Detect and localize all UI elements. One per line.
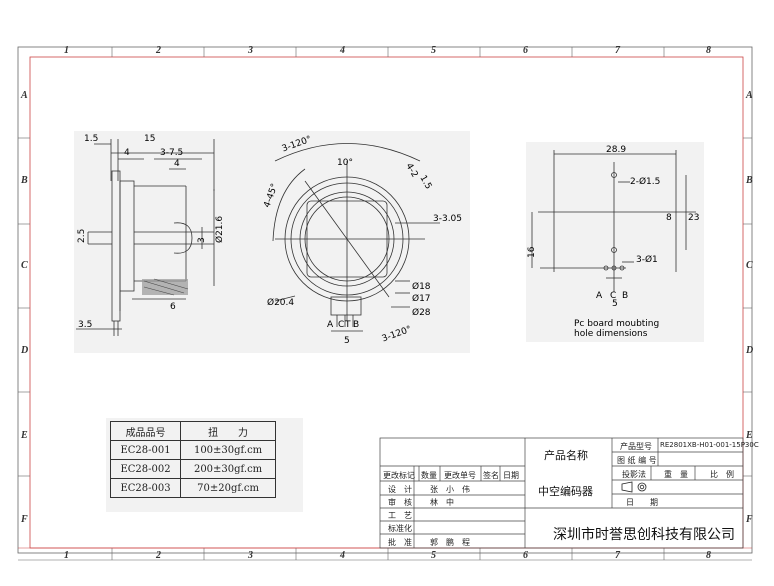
weight-label: 重 量 [664,470,688,479]
ruler-col-8: 8 [706,45,711,56]
ruler-col-3: 3 [248,45,253,56]
ruler-row-f: F [21,514,28,525]
projection-symbol-icon [621,481,647,493]
rev-header-date: 日期 [503,471,519,480]
dim-pcb-9: B [622,291,628,301]
rev-header-mark: 更改标记 [383,471,415,480]
ruler-row-d-right: D [746,345,754,356]
ruler-col-2-bottom: 2 [156,550,161,561]
ruler-row-c: C [21,260,28,271]
ruler-row-a-right: A [746,90,753,101]
dim-pcb-7: A [596,291,603,301]
product-name-value: 中空编码器 [538,485,593,498]
ruler-col-7: 7 [615,45,620,56]
dim-pcb-4: 23 [688,213,699,223]
name-review: 林 中 [430,498,454,507]
ruler-row-b: B [21,175,28,186]
scale-label: 比 例 [710,470,734,479]
dim-front-11: A [327,320,334,330]
dim-side-9: 6 [170,302,176,312]
dim-pcb-2: 2-Ø1.5 [630,176,660,187]
product-name-label: 产品名称 [544,449,588,462]
ruler-row-b-right: B [746,175,753,186]
name-design: 张 小 伟 [430,485,470,494]
dim-pcb-5: 16 [527,246,537,258]
role-design: 设 计 [388,485,412,494]
dim-front-13: T [344,320,351,330]
model-label: 产品型号 [620,442,652,451]
dim-front-9: Ø17 [412,293,431,304]
dim-pcb-10: 5 [612,299,618,309]
ruler-col-8-bottom: 8 [706,550,711,561]
pcb-view-drawing: 28.9 2-Ø1.5 8 23 16 3-Ø1 A C B 5 Pc boar… [527,145,699,339]
pcb-caption-line1: Pc board moubting [574,319,659,329]
front-view-drawing: 3-120° 10° 4-2 1.5 4-45° 3-3.05 Ø20.4 Ø1… [262,135,462,346]
pcb-caption-line2: hole dimensions [574,329,648,339]
ruler-row-e-right: E [746,430,753,441]
ruler-row-f-right: F [746,514,753,525]
projection-label: 投影法 [622,470,646,479]
table-row: EC28-003 70±20gf.cm [109,478,276,498]
role-approve: 批 准 [388,538,412,547]
model-value: RE2801XB-H01-001-15P30C [660,441,759,449]
ruler-row-e: E [21,430,28,441]
ruler-col-6-bottom: 6 [523,550,528,561]
ruler-col-5: 5 [431,45,436,56]
role-review: 审 核 [388,498,412,507]
ruler-col-6: 6 [523,45,528,56]
dim-side-5: 4 [174,159,180,169]
dim-front-14: B [353,320,359,330]
dim-side-6: 2.5 [77,229,87,243]
ruler-col-4: 4 [340,45,345,56]
dim-side-7: 3 [197,237,207,243]
ruler-col-1: 1 [64,45,69,56]
side-view-drawing: 1.5 15 4 3-7.5 4 2.5 3 Ø21.6 6 3.5 [76,134,225,336]
role-standard: 标准化 [388,524,412,533]
dim-pcb-1: 28.9 [606,145,626,155]
dim-side-3: 4 [124,148,130,158]
dim-front-10: Ø28 [412,307,431,318]
ruler-col-1-bottom: 1 [64,550,69,561]
rev-header-order: 更改单号 [444,471,476,480]
rev-header-sign: 签名 [483,471,499,480]
company-name: 深圳市时誉思创科技有限公司 [553,527,735,543]
dim-front-6: 3-3.05 [433,214,462,224]
table-row: EC28-002 200±30gf.cm [109,459,276,479]
ruler-col-7-bottom: 7 [615,550,620,561]
dim-front-8: Ø18 [412,281,431,292]
ruler-col-3-bottom: 3 [248,550,253,561]
dim-side-2: 15 [144,134,155,144]
ruler-col-4-bottom: 4 [340,550,345,561]
dim-front-12: C [338,320,344,330]
dim-side-10: 3.5 [78,320,92,330]
ruler-col-5-bottom: 5 [431,550,436,561]
torque-table: 成品品号 扭 力 EC28-001 100±30gf.cm EC28-002 2… [109,421,276,498]
rev-header-qty: 数量 [421,471,437,480]
torque-part-3: EC28-003 [109,478,182,498]
front-view-panel: 3-120° 10° 4-2 1.5 4-45° 3-3.05 Ø20.4 Ø1… [245,131,470,353]
pcb-view-panel: 28.9 2-Ø1.5 8 23 16 3-Ø1 A C B 5 Pc boar… [526,142,704,342]
dim-pcb-3: 8 [666,213,672,223]
dim-side-4: 3-7.5 [160,148,183,158]
dim-side-8: Ø21.6 [214,216,225,243]
date-label: 日 期 [626,498,658,507]
torque-value-3: 70±20gf.cm [180,478,276,498]
name-approve: 郭 鹏 程 [430,538,470,547]
ruler-row-c-right: C [746,260,753,271]
ruler-col-2: 2 [156,45,161,56]
dim-front-2: 10° [337,158,353,168]
dim-side-1: 1.5 [84,134,98,144]
dim-front-7: Ø20.4 [267,297,294,308]
ruler-row-a: A [21,90,28,101]
role-process: 工 艺 [388,511,412,520]
ruler-row-d: D [21,345,29,356]
dim-pcb-6: 3-Ø1 [636,254,658,265]
dim-front-15: 5 [344,336,350,346]
dim-pcb-8: C [610,291,616,301]
drawing-no-label: 图 纸 编 号 [617,456,657,465]
